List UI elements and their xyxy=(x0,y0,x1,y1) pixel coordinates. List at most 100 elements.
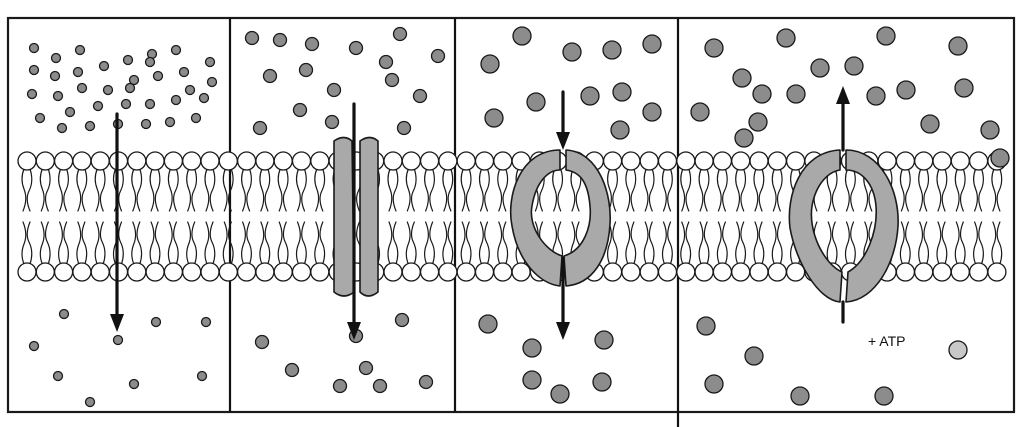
molecule xyxy=(980,120,1000,140)
phospholipid-head xyxy=(639,151,659,171)
molecule xyxy=(358,360,374,376)
phospholipid-head xyxy=(474,262,495,282)
molecule xyxy=(98,60,110,72)
phospholipid-head xyxy=(163,262,184,282)
phospholipid-head xyxy=(749,151,769,171)
phospholipid-head xyxy=(932,262,952,282)
molecule xyxy=(170,94,182,106)
molecule xyxy=(786,84,806,104)
phospholipid-head xyxy=(127,151,147,171)
molecule xyxy=(304,36,320,52)
phospholipid xyxy=(255,151,275,282)
phospholipid-head xyxy=(310,262,330,282)
molecule xyxy=(810,58,830,78)
molecule xyxy=(26,88,38,100)
molecule xyxy=(790,386,810,406)
phospholipid-head xyxy=(493,262,513,282)
molecule xyxy=(602,40,622,60)
molecule xyxy=(844,56,864,76)
molecule xyxy=(84,396,96,408)
transport-arrows xyxy=(110,86,850,340)
molecule xyxy=(866,86,886,106)
molecule xyxy=(522,370,542,390)
molecule xyxy=(594,330,614,350)
molecule xyxy=(522,338,542,358)
molecule xyxy=(384,72,400,88)
phospholipid-head xyxy=(731,262,751,282)
phospholipid-head xyxy=(968,151,989,171)
phospholipid xyxy=(53,151,74,282)
molecule xyxy=(72,66,84,78)
phospholipid xyxy=(456,151,476,282)
phospholipid-head xyxy=(419,262,440,282)
molecule xyxy=(50,52,62,64)
phospholipid xyxy=(90,151,110,282)
phospholipid-head xyxy=(255,151,275,171)
phospholipid-head xyxy=(35,262,55,282)
phospholipid-head xyxy=(712,151,733,171)
molecule xyxy=(378,54,394,70)
phospholipid xyxy=(712,151,733,282)
phospholipid xyxy=(182,151,202,282)
molecules xyxy=(26,26,1010,408)
phospholipid-head xyxy=(310,151,330,171)
phospholipid-head xyxy=(474,151,495,171)
phospholipid-head xyxy=(273,151,293,171)
carrier-protein xyxy=(845,149,899,303)
phospholipid xyxy=(987,151,1007,282)
molecule xyxy=(206,76,218,88)
phospholipid-head xyxy=(950,151,970,171)
molecule xyxy=(874,386,894,406)
molecule xyxy=(612,82,632,102)
phospholipid xyxy=(35,151,55,282)
phospholipid-head xyxy=(914,151,934,171)
molecule xyxy=(102,84,114,96)
phospholipid-head xyxy=(17,262,37,282)
transport-proteins xyxy=(333,136,899,303)
phospholipid-head xyxy=(90,262,110,282)
phospholipid-head xyxy=(236,151,257,171)
phospholipid-head xyxy=(950,262,970,282)
up-arrow xyxy=(836,86,850,152)
atp-label: + ATP xyxy=(868,333,905,349)
phospholipid-head xyxy=(182,262,202,282)
phospholipid-head xyxy=(438,151,458,171)
molecule xyxy=(696,316,716,336)
molecule xyxy=(298,62,314,78)
carrier-protein xyxy=(563,149,611,287)
phospholipid-head xyxy=(676,262,696,282)
phospholipid-head xyxy=(767,151,787,171)
molecule xyxy=(200,316,212,328)
molecule xyxy=(178,66,190,78)
molecule xyxy=(430,48,446,64)
molecule xyxy=(52,370,64,382)
phospholipid-head xyxy=(53,262,74,282)
phospholipid-head xyxy=(493,151,513,171)
phospholipid xyxy=(310,151,330,282)
molecule xyxy=(56,122,68,134)
phospholipid xyxy=(218,151,238,282)
phospholipid xyxy=(200,151,220,282)
phospholipid-head xyxy=(639,262,659,282)
molecule xyxy=(642,102,662,122)
phospholipid-head xyxy=(914,262,934,282)
molecule xyxy=(526,92,546,112)
down-arrow xyxy=(556,256,570,340)
molecule xyxy=(144,56,156,68)
phospholipid xyxy=(657,151,678,282)
molecule xyxy=(52,90,64,102)
molecule xyxy=(74,44,86,56)
molecule xyxy=(122,54,134,66)
molecule xyxy=(272,32,288,48)
molecule xyxy=(92,100,104,112)
phospholipid xyxy=(474,151,495,282)
molecule xyxy=(642,34,662,54)
phospholipid-head xyxy=(895,151,916,171)
molecule xyxy=(734,128,754,148)
molecule xyxy=(76,82,88,94)
molecule xyxy=(396,120,412,136)
molecule xyxy=(748,112,768,132)
phospholipid xyxy=(749,151,769,282)
phospholipid-head xyxy=(182,151,202,171)
phospholipid xyxy=(273,151,293,282)
